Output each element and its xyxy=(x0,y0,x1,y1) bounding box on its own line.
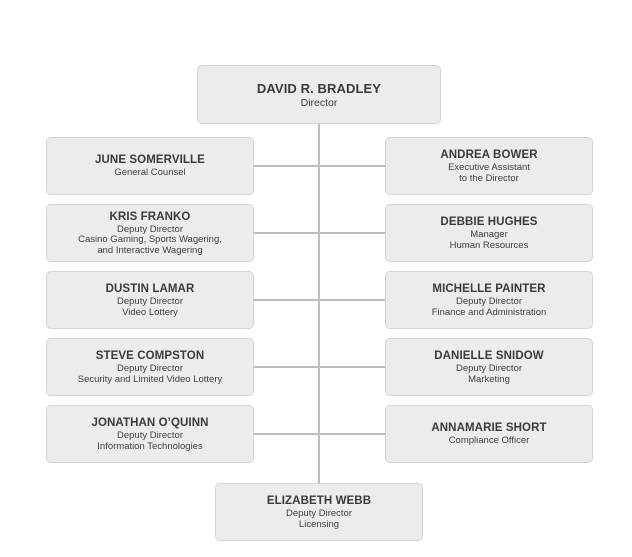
person-name: ELIZABETH WEBB xyxy=(266,495,372,507)
person-department: Licensing xyxy=(298,518,340,530)
person-department: Video Lottery xyxy=(122,306,178,318)
person-title: Deputy Director xyxy=(117,363,183,374)
person-title: Executive Assistant xyxy=(448,162,530,173)
person-title: Deputy Director xyxy=(117,223,183,235)
person-title: General Counsel xyxy=(114,167,186,179)
person-title: Deputy Director xyxy=(117,430,183,441)
person-name: JUNE SOMERVILLE xyxy=(95,154,205,167)
left-box-3: DUSTIN LAMAR Deputy Director Video Lotte… xyxy=(46,271,254,329)
left-box-5: JONATHAN O’QUINN Deputy Director Informa… xyxy=(46,405,254,463)
person-department: to the Director xyxy=(459,172,519,184)
right-box-5: ANNAMARIE SHORT Compliance Officer xyxy=(385,405,593,463)
person-department: Information Technologies xyxy=(97,440,203,452)
person-title: Deputy Director xyxy=(286,508,352,519)
director-name: DAVID R. BRADLEY xyxy=(256,80,382,96)
person-title: Compliance Officer xyxy=(448,435,530,447)
left-box-4: STEVE COMPSTON Deputy Director Security … xyxy=(46,338,254,396)
person-department: Finance and Administration xyxy=(431,306,547,318)
right-box-3: MICHELLE PAINTER Deputy Director Finance… xyxy=(385,271,593,329)
person-name: ANDREA BOWER xyxy=(440,149,538,161)
trunk-line xyxy=(318,123,320,483)
right-box-2: DEBBIE HUGHES Manager Human Resources xyxy=(385,204,593,262)
right-box-4: DANIELLE SNIDOW Deputy Director Marketin… xyxy=(385,338,593,396)
director-title: Director xyxy=(300,96,338,109)
person-name: DANIELLE SNIDOW xyxy=(434,350,544,362)
person-department: Marketing xyxy=(468,373,510,385)
person-name: ANNAMARIE SHORT xyxy=(431,422,547,435)
person-department: Casino Gaming, Sports Wagering, xyxy=(78,234,222,246)
branch-line-1 xyxy=(254,165,385,167)
director-box: DAVID R. BRADLEY Director xyxy=(197,65,441,124)
branch-line-3 xyxy=(254,299,385,301)
person-department: Human Resources xyxy=(449,239,529,251)
branch-line-5 xyxy=(254,433,385,435)
person-name: DEBBIE HUGHES xyxy=(440,216,538,228)
bottom-box: ELIZABETH WEBB Deputy Director Licensing xyxy=(215,483,423,541)
right-box-1: ANDREA BOWER Executive Assistant to the … xyxy=(385,137,593,195)
branch-line-4 xyxy=(254,366,385,368)
person-title: Deputy Director xyxy=(117,296,183,307)
person-name: KRIS FRANKO xyxy=(109,210,191,223)
person-name: MICHELLE PAINTER xyxy=(432,283,546,295)
person-department: Security and Limited Video Lottery xyxy=(77,373,223,385)
person-title: Manager xyxy=(470,229,508,240)
person-title: Deputy Director xyxy=(456,296,522,307)
branch-line-2 xyxy=(254,232,385,234)
left-box-2: KRIS FRANKO Deputy Director Casino Gamin… xyxy=(46,204,254,262)
person-department: and Interactive Wagering xyxy=(97,244,203,256)
person-name: STEVE COMPSTON xyxy=(95,350,205,362)
person-name: DUSTIN LAMAR xyxy=(105,283,195,295)
left-box-1: JUNE SOMERVILLE General Counsel xyxy=(46,137,254,195)
person-title: Deputy Director xyxy=(456,363,522,374)
person-name: JONATHAN O’QUINN xyxy=(91,417,209,429)
